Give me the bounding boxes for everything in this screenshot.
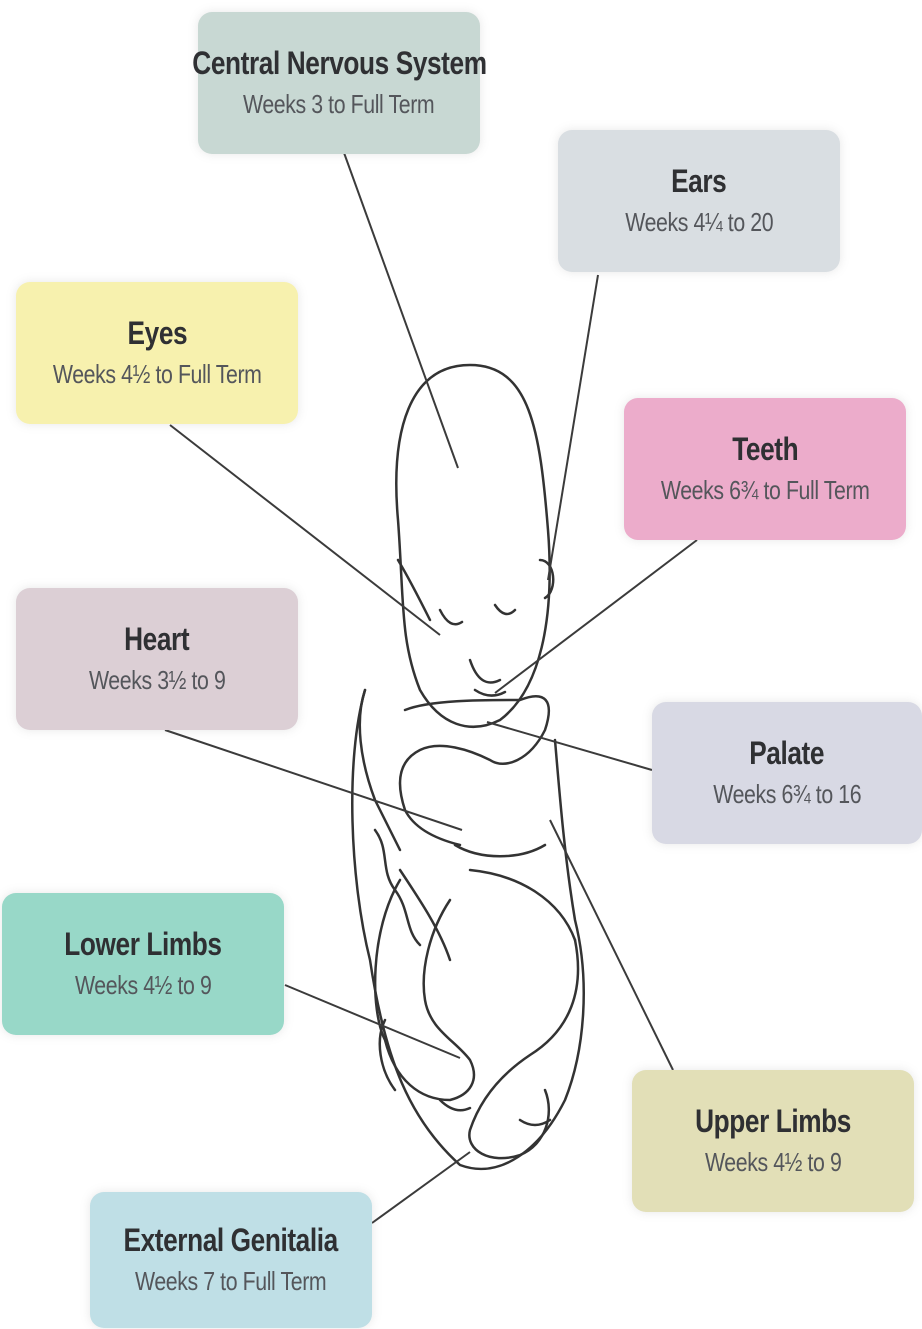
label-heart: Heart Weeks 3½ to 9 [16,588,298,730]
label-external-genitalia-name: External Genitalia [124,1221,338,1259]
fetus-illustration [352,365,583,1169]
leader-line-upper-limbs [550,820,673,1070]
fetus-leg-right [469,940,578,1158]
label-cns: Central Nervous System Weeks 3 to Full T… [198,12,480,154]
label-upper-limbs-name: Upper Limbs [695,1102,851,1140]
fetus-arm [400,696,549,845]
label-eyes-name: Eyes [127,314,187,352]
fetus-head [396,365,549,727]
label-palate-weeks: Weeks 6¾ to 16 [713,777,861,812]
label-lower-limbs-weeks: Weeks 4½ to 9 [75,968,211,1003]
label-heart-name: Heart [124,620,189,658]
label-ears-name: Ears [671,162,726,200]
label-lower-limbs-name: Lower Limbs [64,925,221,963]
label-upper-limbs: Upper Limbs Weeks 4½ to 9 [632,1070,914,1212]
leader-line-teeth [495,540,697,693]
fetus-back [352,690,583,1169]
label-palate-name: Palate [750,734,825,772]
label-cns-weeks: Weeks 3 to Full Term [243,87,434,122]
label-teeth: Teeth Weeks 6¾ to Full Term [624,398,906,540]
label-eyes: Eyes Weeks 4½ to Full Term [16,282,298,424]
fetus-torso [400,845,575,960]
label-cns-name: Central Nervous System [192,44,486,82]
label-palate: Palate Weeks 6¾ to 16 [652,702,922,844]
label-ears: Ears Weeks 4¼ to 20 [558,130,840,272]
label-external-genitalia-weeks: Weeks 7 to Full Term [135,1264,326,1299]
label-lower-limbs: Lower Limbs Weeks 4½ to 9 [2,893,284,1035]
fetus-leg-left [375,880,474,1100]
label-external-genitalia: External Genitalia Weeks 7 to Full Term [90,1192,372,1328]
leader-line-genitalia [372,1152,470,1223]
leader-line-heart [165,730,462,830]
leader-line-ears [548,275,598,580]
label-teeth-weeks: Weeks 6¾ to Full Term [661,473,870,508]
fetus-arm-left [360,690,400,850]
label-heart-weeks: Weeks 3½ to 9 [89,663,225,698]
leader-line-cns [343,150,458,468]
label-upper-limbs-weeks: Weeks 4½ to 9 [705,1145,841,1180]
label-teeth-name: Teeth [732,430,798,468]
label-eyes-weeks: Weeks 4½ to Full Term [53,357,262,392]
label-ears-weeks: Weeks 4¼ to 20 [625,205,773,240]
